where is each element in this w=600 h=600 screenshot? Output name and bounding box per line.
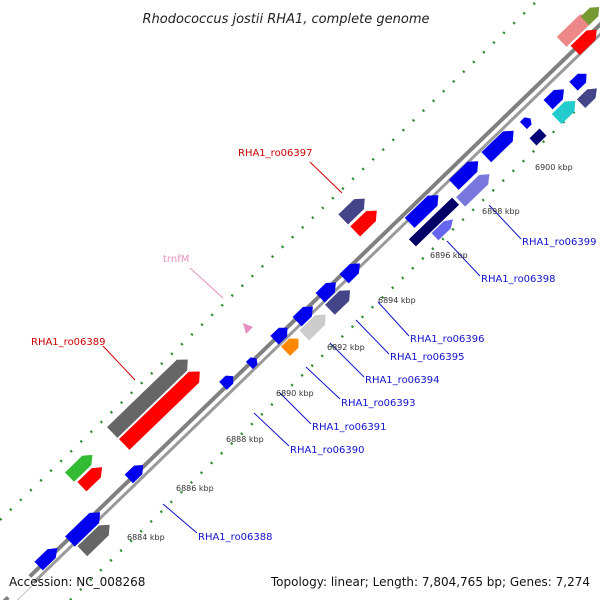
leader-ro06393 (305, 366, 341, 400)
topology-text: Topology: linear; Length: 7,804,765 bp; … (270, 575, 590, 589)
gene-dark-navy[interactable] (408, 197, 460, 247)
gene-olive[interactable] (580, 3, 600, 26)
gene-label-ro06389[interactable]: RHA1_ro06389 (31, 337, 106, 348)
gene-blue-g[interactable] (292, 302, 318, 327)
gene-blue-n[interactable] (543, 85, 569, 110)
gene-green[interactable] (64, 450, 97, 482)
genome-backbone (2, 21, 600, 600)
leader-ro06390 (253, 412, 290, 447)
tick-track-upper (0, 0, 540, 521)
gene-gray-a[interactable] (77, 520, 114, 557)
gene-red-c[interactable] (350, 206, 381, 237)
gene-red-long[interactable] (119, 366, 205, 450)
accession-text: Accession: NC_008268 (9, 575, 145, 589)
map-title: Rhodococcus jostii RHA1, complete genome (143, 12, 430, 27)
gene-red-small[interactable] (77, 463, 106, 492)
gene-label-ro06395[interactable]: RHA1_ro06395 (390, 352, 465, 363)
gene-red-d[interactable] (570, 25, 600, 56)
gene-label-ro06399[interactable]: RHA1_ro06399 (522, 237, 597, 248)
gene-blue-l[interactable] (481, 126, 518, 163)
gene-blue-a[interactable] (34, 544, 61, 571)
gene-salmon[interactable] (556, 9, 595, 47)
tick-label-6900: 6900 kbp (535, 163, 573, 172)
gene-label-ro06390[interactable]: RHA1_ro06390 (290, 445, 365, 456)
leader-ro06398 (446, 240, 481, 277)
tick-label-6894: 6894 kbp (378, 296, 416, 305)
gene-label-ro06397[interactable]: RHA1_ro06397 (238, 148, 313, 159)
gene-label-ro06393[interactable]: RHA1_ro06393 (341, 398, 416, 409)
gene-blue-j[interactable] (404, 190, 443, 228)
gene-orange[interactable] (281, 334, 303, 356)
leader-ro06395 (355, 319, 390, 355)
gene-white-end[interactable] (4, 572, 36, 600)
tick-label-6890: 6890 kbp (276, 389, 314, 398)
tick-label-6898: 6898 kbp (482, 207, 520, 216)
gene-label-ro06398[interactable]: RHA1_ro06398 (481, 274, 556, 285)
gene-label-ro06391[interactable]: RHA1_ro06391 (312, 422, 387, 433)
gene-navy-b[interactable] (338, 194, 369, 225)
gene-label-trnfm[interactable]: trnfM (163, 254, 189, 265)
gene-labels: RHA1_ro06388 RHA1_ro06389 RHA1_ro06390 R… (31, 148, 597, 543)
gene-blue-e[interactable] (245, 355, 260, 370)
gene-periwinkle[interactable] (431, 216, 457, 241)
tick-label-6892: 6892 kbp (327, 343, 365, 352)
tick-labels: 6884 kbp 6886 kbp 6888 kbp 6890 kbp 6892… (127, 163, 573, 542)
tick-label-6896: 6896 kbp (430, 251, 468, 260)
gene-dark-small[interactable] (529, 128, 547, 146)
gene-navy-c[interactable] (576, 84, 600, 108)
gene-light-gray[interactable] (299, 310, 330, 341)
label-leader-lines (102, 161, 522, 534)
gene-navy-a[interactable] (325, 285, 355, 315)
tick-label-6888: 6888 kbp (226, 435, 264, 444)
leader-ro06397 (309, 161, 343, 194)
gene-blue-o[interactable] (569, 69, 590, 91)
leader-trnfm (189, 267, 224, 299)
gene-trnfm[interactable] (243, 323, 253, 334)
leader-ro06396 (377, 301, 410, 337)
gene-gray-long[interactable] (107, 354, 193, 438)
tick-label-6886: 6886 kbp (176, 484, 214, 493)
gene-blue-f[interactable] (270, 323, 291, 345)
leader-ro06394 (329, 342, 365, 378)
gene-lavender[interactable] (456, 169, 494, 207)
leader-ro06391 (278, 391, 312, 425)
leader-ro06388 (162, 503, 198, 534)
tick-label-6884: 6884 kbp (127, 533, 165, 542)
leader-ro06399 (488, 204, 522, 240)
gene-label-ro06394[interactable]: RHA1_ro06394 (365, 375, 440, 386)
gene-features (4, 3, 600, 600)
gene-blue-k[interactable] (448, 156, 483, 190)
leader-ro06389 (102, 345, 136, 381)
gene-blue-c[interactable] (124, 461, 148, 484)
gene-blue-i[interactable] (339, 259, 365, 284)
gene-blue-d[interactable] (219, 372, 237, 390)
gene-blue-h[interactable] (315, 278, 341, 303)
gene-label-ro06388[interactable]: RHA1_ro06388 (198, 532, 273, 543)
gene-cyan[interactable] (551, 96, 580, 125)
gene-label-ro06396[interactable]: RHA1_ro06396 (410, 334, 485, 345)
gene-blue-b[interactable] (65, 507, 105, 547)
gene-blue-m[interactable] (519, 115, 534, 130)
